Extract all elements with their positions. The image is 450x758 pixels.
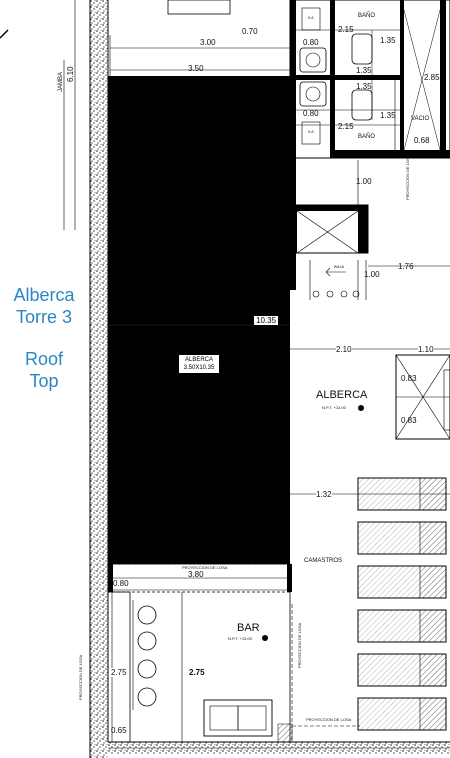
dim-label: 0.8: [308, 15, 314, 20]
dim-label: 1.35: [380, 111, 396, 120]
side-title-line-4: Top: [29, 371, 59, 391]
side-title-line-3: Roof: [24, 349, 64, 369]
dim-label: 3.50: [188, 64, 204, 73]
dim-label: 1.00: [364, 270, 380, 279]
area-title-bar: BAR: [237, 622, 260, 634]
dim-label: 6.10: [66, 66, 75, 82]
level-pool: N.P.T. +13.00: [322, 405, 346, 410]
dim-label: 0.80: [303, 109, 319, 118]
area-title-pool: ALBERCA: [316, 389, 368, 401]
dim-label: 0.68: [414, 136, 430, 145]
label-slab-projection: PROYECCION DE LOSA: [405, 154, 410, 200]
dim-label: 1.35: [356, 82, 372, 91]
label-vacio: VACIO: [411, 116, 430, 122]
label-slab-projection: PROYECCION DE LOSA: [78, 654, 83, 700]
sofa: [203, 699, 273, 737]
dim-label: 1.00: [356, 177, 372, 186]
dim-label: 2.75: [111, 668, 127, 677]
bar-area: [107, 563, 291, 743]
dim-label: 2.85: [424, 73, 440, 82]
dim-label: 0.83: [401, 374, 417, 383]
label-slab-projection: PROYECCION DE LOSA: [182, 565, 228, 570]
bar-stool: [137, 605, 157, 625]
dim-label: 2.10: [336, 345, 352, 354]
bar-stool: [137, 687, 157, 707]
pool-length-label: 10.35: [253, 315, 280, 326]
side-title-line-1: Alberca: [13, 285, 75, 305]
label-bathroom: BAÑO: [358, 13, 376, 19]
dim-label: 3.00: [200, 38, 216, 47]
dim-label: 1.76: [398, 262, 414, 271]
dim-label: 0.83: [401, 416, 417, 425]
bar-stool: [137, 631, 157, 651]
pool-size: 3.50X10.35: [183, 365, 215, 371]
dim-label: 0.70: [242, 27, 258, 36]
dim-label: 3.80: [188, 570, 204, 579]
dim-label: 2.75: [189, 668, 205, 677]
level-bar: N.P.T. +13.00: [228, 636, 252, 641]
dim-label: 0.80: [113, 579, 129, 588]
dim-label: 2.15: [338, 25, 354, 34]
dim-label: 0.8: [308, 129, 314, 134]
label-lounge-chairs: CAMASTROS: [304, 558, 343, 564]
label-slab-projection: PROYECCION DE LOSA: [297, 622, 302, 668]
dim-label: 0.80: [303, 38, 319, 47]
gravel-wall-left: [90, 0, 108, 758]
dim-label: 1.32: [316, 490, 332, 499]
dim-label: 0.65: [111, 726, 127, 735]
pool-name: ALBERCA: [184, 357, 213, 363]
side-title-line-2: Torre 3: [15, 307, 73, 327]
dim-label: 1.35: [356, 66, 372, 75]
bar-stool: [137, 659, 157, 679]
dim-label: 1.10: [418, 345, 434, 354]
dim-label: 2.15: [338, 122, 354, 131]
lounge-chairs: [357, 477, 447, 731]
label-jamba: JAMBA: [58, 71, 64, 92]
dim-label: 1.35: [380, 36, 396, 45]
label-baja: BAJA: [334, 264, 345, 269]
pool-label: ALBERCA 3.50X10.35: [178, 354, 220, 374]
label-bathroom: BAÑO: [358, 134, 376, 140]
label-slab-projection: PROYECCION DE LOSA: [306, 717, 352, 722]
